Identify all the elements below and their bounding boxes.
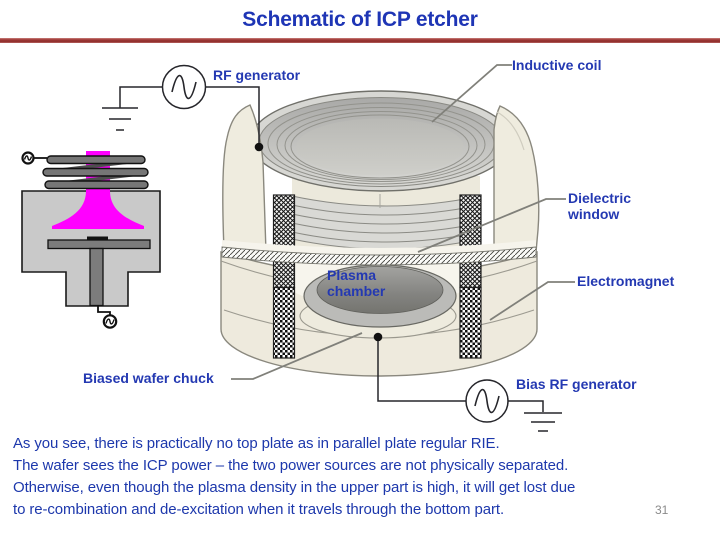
mini-coil — [42, 155, 149, 190]
ac-source-icon — [21, 151, 47, 165]
body-line: Otherwise, even though the plasma densit… — [13, 479, 576, 496]
body-line: As you see, there is practically no top … — [13, 435, 500, 452]
body-line: The wafer sees the ICP power – the two p… — [13, 457, 569, 474]
ground-icon — [102, 107, 138, 131]
label-rf-generator: RF generator — [213, 67, 301, 83]
inductive-coil-bowl — [249, 90, 513, 192]
electromagnet-pillars — [272, 194, 482, 359]
mini-pedestal — [89, 247, 104, 307]
inductive-coil-pointer — [431, 64, 512, 123]
pointer-lines — [231, 64, 575, 380]
page-number: 31 — [655, 503, 669, 517]
ground-icon — [524, 412, 562, 432]
ac-source-icon — [465, 379, 509, 423]
label-plasma-chamber: Plasma chamber — [327, 267, 386, 299]
slide-title: Schematic of ICP etcher — [242, 8, 478, 31]
label-bias-rf-generator: Bias RF generator — [516, 376, 637, 392]
bias-feed-dot — [373, 332, 383, 342]
title-divider-line — [0, 38, 720, 43]
label-electromagnet: Electromagnet — [577, 273, 675, 289]
rf-generator-circuit — [102, 64, 264, 152]
electromagnet-pointer — [489, 281, 575, 321]
body-line: to re-combination and de-excitation when… — [13, 501, 505, 518]
label-inductive-coil: Inductive coil — [512, 57, 602, 73]
slide-body-text: As you see, there is practically no top … — [13, 433, 713, 521]
ac-source-icon — [161, 64, 207, 110]
plasma-glow — [52, 151, 144, 229]
bias-rf-generator-circuit — [373, 332, 562, 432]
main-etcher-drawing — [102, 64, 575, 432]
wafer-chuck-pointer — [231, 332, 363, 380]
ac-source-icon — [97, 305, 118, 329]
dielectric-window-pointer — [417, 198, 566, 253]
mini-wafer — [87, 236, 108, 240]
rf-feed-dot — [254, 142, 264, 152]
label-dielectric-window: Dielectric window — [568, 190, 632, 222]
mini-wafer-chuck — [47, 239, 151, 250]
wafer-chuck-dome — [316, 266, 444, 314]
dielectric-window-band — [221, 240, 537, 266]
mini-icp-diagram — [21, 151, 161, 329]
label-biased-wafer-chuck: Biased wafer chuck — [83, 370, 214, 386]
